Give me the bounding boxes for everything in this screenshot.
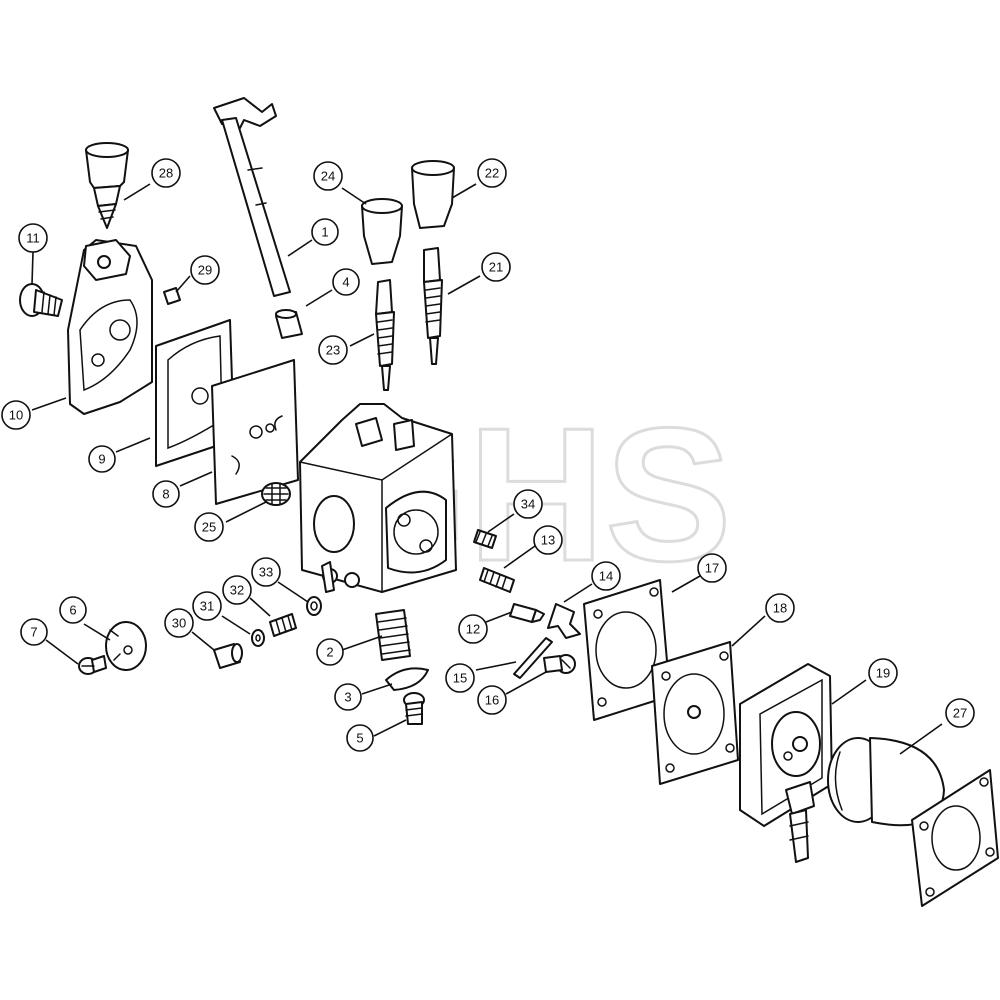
part-2-spring: [375, 609, 411, 661]
callout-label: 2: [326, 645, 333, 660]
callout-8: 8: [152, 480, 180, 508]
callout-label: 30: [172, 616, 186, 631]
part-1-throttle-shaft: [213, 97, 291, 297]
callout-23: 23: [318, 335, 348, 365]
callout-32: 32: [222, 575, 252, 605]
part-14-lever: [547, 603, 581, 639]
part-16-screw: [543, 654, 576, 674]
part-19-pump-housing: [739, 663, 833, 863]
part-23-needle: [375, 279, 395, 391]
callout-label: 8: [162, 487, 169, 502]
callout-12: 12: [458, 614, 488, 644]
part-10-pump-cover: [67, 239, 153, 415]
callout-4: 4: [332, 268, 360, 296]
callout-label: 10: [9, 408, 23, 423]
part-15-pin: [513, 637, 553, 679]
callout-5: 5: [346, 724, 374, 752]
callout-15: 15: [445, 663, 475, 693]
leader-lines: [31, 183, 943, 755]
callout-label: 15: [453, 671, 467, 686]
part-34-spring: [473, 529, 497, 549]
callout-21: 21: [481, 252, 511, 282]
part-27-flange: [911, 769, 999, 907]
callout-34: 34: [513, 489, 543, 519]
callout-28: 28: [151, 158, 181, 188]
callout-label: 1: [321, 225, 328, 240]
callout-3: 3: [334, 683, 362, 711]
callout-label: 34: [521, 497, 535, 512]
callout-25: 25: [194, 512, 224, 542]
part-28-plug: [85, 142, 129, 229]
callout-label: 13: [541, 533, 555, 548]
callout-label: 25: [202, 520, 216, 535]
part-13-spring: [479, 567, 515, 593]
part-27-primer-bulb: [827, 737, 945, 827]
part-5-screw: [403, 692, 425, 725]
part-30-piston: [213, 643, 243, 669]
part-24-cap: [361, 198, 403, 265]
callout-29: 29: [190, 255, 220, 285]
callout-label: 32: [230, 583, 244, 598]
part-21-needle: [423, 247, 443, 365]
callout-label: 6: [69, 603, 76, 618]
callout-16: 16: [477, 685, 507, 715]
callout-label: 18: [773, 601, 787, 616]
callout-10: 10: [1, 400, 31, 430]
part-6-disc: [105, 621, 147, 671]
callout-label: 21: [489, 260, 503, 275]
callout-1: 1: [311, 218, 339, 246]
part-11-bolt: [19, 283, 63, 317]
callout-label: 33: [259, 565, 273, 580]
callout-label: 27: [953, 706, 967, 721]
callout-label: 7: [30, 625, 37, 640]
callout-27: 27: [945, 698, 975, 728]
callout-30: 30: [164, 608, 194, 638]
callout-6: 6: [59, 596, 87, 624]
part-33-washer: [306, 596, 322, 616]
callout-label: 24: [321, 169, 335, 184]
callout-9: 9: [88, 445, 116, 473]
callout-label: 14: [599, 569, 613, 584]
callout-label: 16: [485, 693, 499, 708]
callout-18: 18: [765, 593, 795, 623]
callout-label: 29: [198, 263, 212, 278]
callout-label: 4: [342, 275, 349, 290]
callout-31: 31: [192, 591, 222, 621]
callout-19: 19: [868, 658, 898, 688]
part-31-washer: [251, 629, 265, 647]
callout-label: 19: [876, 666, 890, 681]
callout-24: 24: [313, 161, 343, 191]
callout-label: 9: [98, 452, 105, 467]
callout-7: 7: [20, 618, 48, 646]
part-22-cap: [411, 160, 455, 229]
part-4-bushing: [275, 309, 303, 339]
part-25-screen: [261, 482, 291, 506]
callout-22: 22: [477, 158, 507, 188]
callout-33: 33: [251, 557, 281, 587]
part-32-spring: [269, 613, 297, 637]
part-8-gasket: [211, 359, 299, 505]
part-18-diaphragm: [651, 641, 739, 785]
callout-label: 22: [485, 166, 499, 181]
part-3-plate: [385, 667, 429, 691]
callout-14: 14: [591, 561, 621, 591]
callout-11: 11: [18, 223, 48, 253]
callout-label: 31: [200, 599, 214, 614]
carburetor-body: [299, 403, 457, 593]
part-7-screw: [78, 655, 107, 675]
callout-label: 11: [26, 231, 40, 246]
callout-13: 13: [533, 525, 563, 555]
callout-label: 23: [326, 343, 340, 358]
part-12-needle-valve: [509, 603, 545, 623]
callout-label: 28: [159, 166, 173, 181]
callout-label: 17: [705, 561, 719, 576]
callout-label: 5: [356, 731, 363, 746]
callout-2: 2: [316, 638, 344, 666]
callout-label: 3: [344, 690, 351, 705]
callout-label: 12: [466, 622, 480, 637]
callout-17: 17: [697, 553, 727, 583]
